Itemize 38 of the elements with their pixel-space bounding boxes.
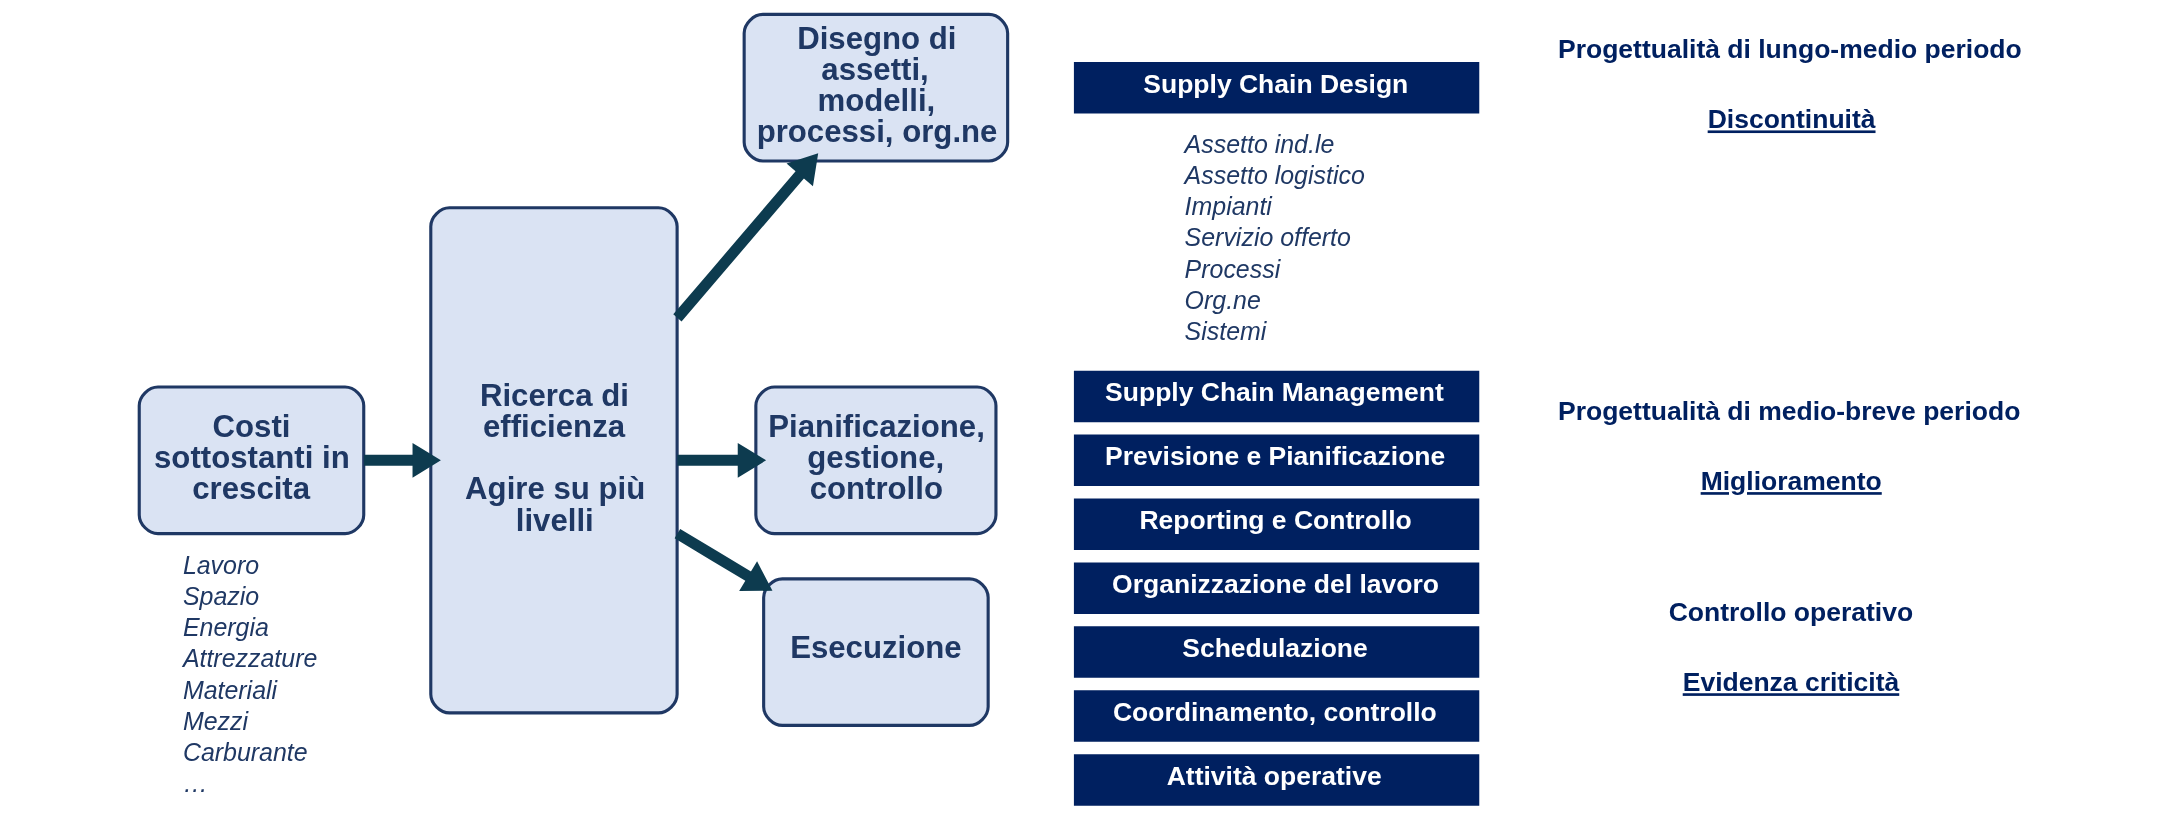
node-label: Sistemi — [1184, 316, 1267, 345]
node-label: Servizio offerto — [1184, 223, 1351, 252]
node-label: Processi — [1184, 254, 1281, 283]
node-box: Supply Chain Design — [1073, 62, 1480, 114]
node-box: Organizzazione del lavoro — [1073, 562, 1480, 614]
node-label: … — [182, 769, 208, 798]
node-box: Disegno di assetti, modelli, processi, org.ne — [742, 12, 1010, 163]
label: Evidenza criticità — [1682, 667, 1900, 698]
node-label: Assetto logistico — [1184, 161, 1365, 190]
node-box: Pianificazione, gestione, controllo — [754, 385, 998, 536]
node-box: Coordinamento, controllo — [1073, 690, 1480, 742]
node-box: Previsione e Pianificazione — [1073, 434, 1480, 487]
arrow — [364, 442, 441, 478]
node-label: Materiali — [182, 675, 278, 704]
node-label: Energia — [182, 613, 269, 642]
node-box: Supply Chain Management — [1073, 370, 1480, 423]
node-box: Reporting e Controllo — [1073, 498, 1480, 550]
node-label: Attrezzature — [182, 644, 318, 673]
node-label: Carburante — [182, 737, 308, 766]
label: Miglioramento — [1700, 466, 1882, 497]
label: Controllo operativo — [1668, 597, 1914, 628]
arrow — [674, 529, 773, 592]
node-box: Schedulazione — [1073, 626, 1480, 678]
node-label: Org.ne — [1184, 285, 1261, 314]
node-label: Spazio — [182, 582, 260, 611]
arrow — [673, 153, 819, 322]
node-box: Ricerca di efficienza Agire su più livelli — [429, 206, 679, 715]
label: Progettualità di lungo-medio periodo — [1558, 34, 2022, 65]
node-label: Impianti — [1184, 192, 1272, 221]
label: Discontinuità — [1707, 104, 1876, 135]
arrow — [677, 442, 767, 478]
label: Progettualità di medio-breve periodo — [1558, 395, 2021, 426]
node-label: Lavoro — [182, 550, 260, 579]
node-label: Mezzi — [182, 706, 249, 735]
node-box: Attività operative — [1073, 754, 1480, 806]
node-box: Costi sottostanti in crescita — [137, 385, 366, 536]
node-label: Assetto ind.le — [1184, 129, 1335, 158]
node-box: Esecuzione — [762, 577, 990, 727]
